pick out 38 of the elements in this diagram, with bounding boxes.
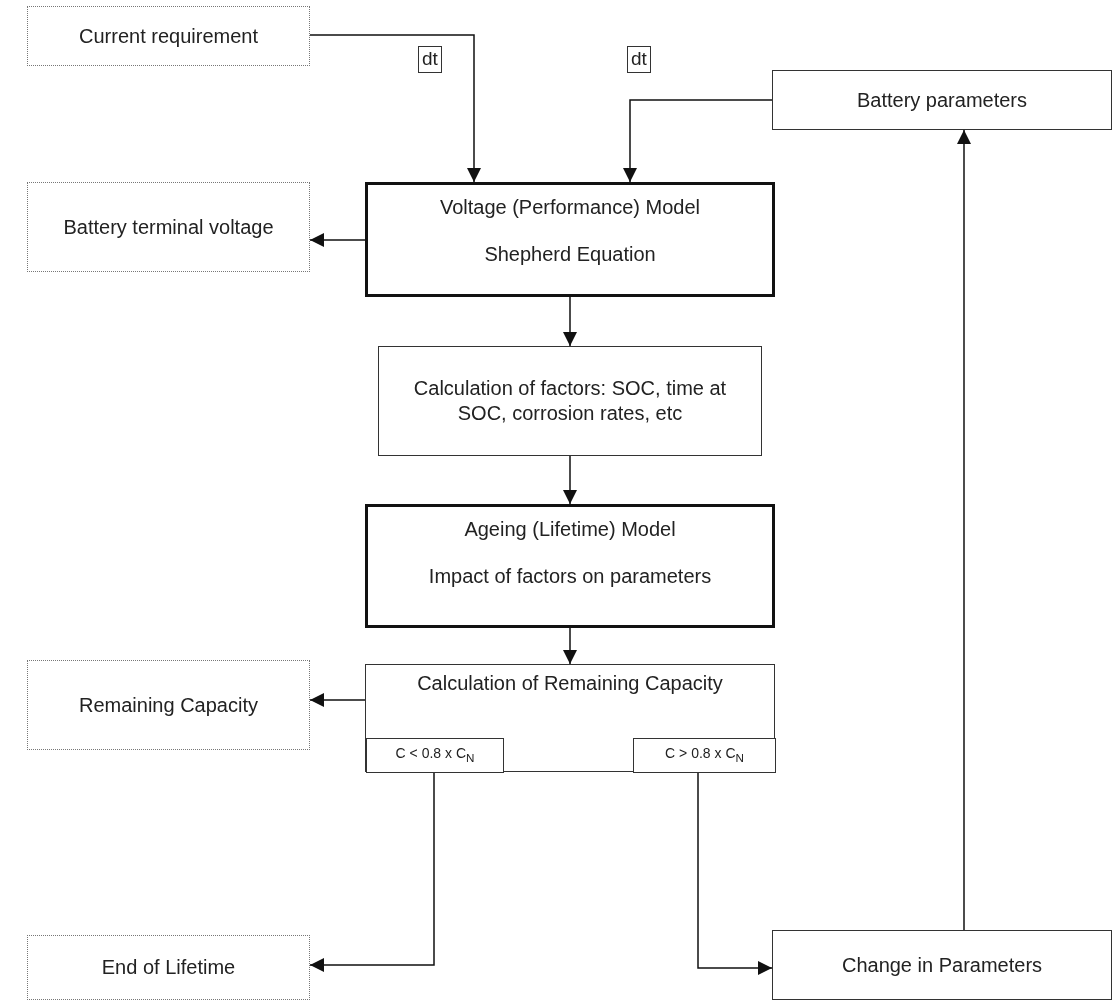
node-text: Shepherd Equation xyxy=(484,242,656,267)
output-box xyxy=(27,660,310,750)
arrow xyxy=(309,693,366,707)
process-box xyxy=(772,930,1112,1000)
model-box xyxy=(365,504,775,628)
condition-box xyxy=(366,738,504,773)
arrow xyxy=(957,129,971,931)
node-text: Ageing (Lifetime) Model xyxy=(464,517,676,542)
edge-label: dt xyxy=(418,46,442,73)
node-text: Battery parameters xyxy=(856,87,1028,113)
edge-label: dt xyxy=(627,46,651,73)
input-box xyxy=(27,6,310,66)
output-box xyxy=(27,935,310,1000)
arrow xyxy=(563,627,577,665)
node-text: Remaining Capacity xyxy=(79,692,258,718)
condition-box xyxy=(633,738,776,773)
node-text: Impact of factors on parameters xyxy=(428,564,712,589)
arrow xyxy=(563,455,577,505)
arrow xyxy=(697,771,773,975)
node-text: Calculation of Remaining Capacity xyxy=(417,671,723,696)
process-box xyxy=(772,70,1112,130)
output-box xyxy=(27,182,310,272)
node-text: Battery terminal voltage xyxy=(63,214,274,240)
arrow xyxy=(623,99,773,183)
arrow xyxy=(309,34,481,183)
node-text: C > 0.8 x C$_{N}$ xyxy=(665,745,744,766)
arrow xyxy=(309,771,435,972)
process-box xyxy=(378,346,762,456)
arrow xyxy=(309,233,366,247)
process-box xyxy=(365,664,775,772)
arrow xyxy=(563,296,577,347)
node-text: Voltage (Performance) Model xyxy=(439,195,701,220)
node-text: End of Lifetime xyxy=(101,955,236,980)
node-text: C < 0.8 x C$_{N}$ xyxy=(395,745,475,766)
node-text: Calculation of factors: SOC, time at SOC, corrosion rates, etc xyxy=(412,376,728,426)
model-box xyxy=(365,182,775,297)
node-text: Change in Parameters xyxy=(841,952,1043,978)
node-text: Current requirement xyxy=(79,23,258,49)
